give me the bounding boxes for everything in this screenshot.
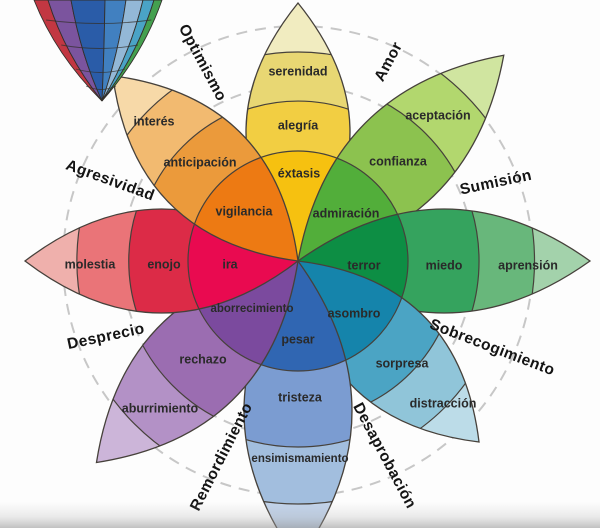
label-trust-outer: aceptación: [405, 108, 470, 122]
label-anticipation-outer: interés: [134, 114, 175, 128]
label-disgust-inner: aborrecimiento: [210, 303, 293, 315]
label-fear-middle: miedo: [426, 258, 463, 272]
label-surprise-inner: asombro: [328, 306, 381, 320]
cone-stripe-6: [101, 0, 163, 102]
label-joy-middle: alegría: [278, 118, 319, 132]
bottom-shade: [0, 502, 600, 528]
label-fear-inner: terror: [347, 258, 380, 272]
cone-row-line: [85, 85, 117, 90]
cone-row-line: [75, 68, 126, 73]
label-sadness-outer: ensimismamiento: [251, 453, 348, 465]
label-fear-outer: aprensión: [498, 258, 558, 272]
label-surprise-outer: distracción: [410, 396, 477, 410]
label-joy-outer: serenidad: [268, 64, 327, 78]
label-trust-middle: confianza: [369, 154, 428, 168]
label-anger-outer: molestia: [65, 257, 117, 271]
label-joy-inner: éxtasis: [278, 166, 320, 180]
label-anticipation-inner: vigilancia: [216, 204, 274, 218]
intensity-cone: [33, 0, 163, 102]
label-disgust-outer: aburrimiento: [122, 401, 199, 415]
label-surprise-middle: sorpresa: [376, 356, 430, 370]
cone-row-line: [46, 19, 152, 24]
label-sadness-middle: tristeza: [278, 390, 323, 404]
label-anger-inner: ira: [222, 257, 238, 271]
label-anticipation-middle: anticipación: [164, 155, 237, 169]
label-anger-middle: enojo: [147, 257, 181, 271]
label-trust-inner: admiración: [313, 206, 380, 220]
cone-row-line: [61, 44, 139, 49]
label-sadness-inner: pesar: [281, 332, 314, 346]
label-disgust-middle: rechazo: [179, 352, 227, 366]
